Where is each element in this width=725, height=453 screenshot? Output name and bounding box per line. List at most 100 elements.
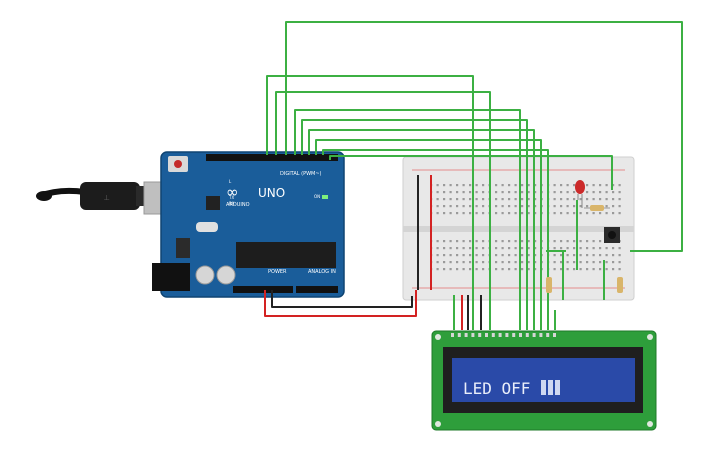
breadboard-hole bbox=[462, 205, 465, 208]
breadboard-hole bbox=[592, 268, 595, 271]
breadboard-hole bbox=[618, 254, 621, 257]
breadboard-hole bbox=[566, 247, 569, 250]
breadboard-hole bbox=[612, 198, 615, 201]
breadboard[interactable] bbox=[402, 156, 635, 301]
breadboard-hole bbox=[527, 247, 530, 250]
breadboard-hole bbox=[495, 191, 498, 194]
breadboard-hole bbox=[618, 268, 621, 271]
breadboard-hole bbox=[586, 198, 589, 201]
breadboard-hole bbox=[456, 254, 459, 257]
lcd-pin[interactable] bbox=[485, 333, 488, 337]
breadboard-hole bbox=[475, 268, 478, 271]
power-jack[interactable] bbox=[152, 263, 190, 291]
lcd-pin[interactable] bbox=[512, 333, 516, 337]
push-button[interactable] bbox=[604, 227, 620, 243]
breadboard-hole bbox=[469, 247, 472, 250]
lcd-pin[interactable] bbox=[457, 333, 461, 337]
power-header[interactable] bbox=[233, 286, 293, 293]
lcd-pin[interactable] bbox=[464, 333, 468, 337]
resistor-led[interactable] bbox=[584, 205, 610, 211]
breadboard-hole bbox=[469, 191, 472, 194]
breadboard-hole bbox=[599, 240, 602, 243]
breadboard-hole bbox=[514, 261, 517, 264]
breadboard-hole bbox=[449, 268, 452, 271]
breadboard-hole bbox=[579, 261, 582, 264]
breadboard-hole bbox=[592, 261, 595, 264]
breadboard-hole bbox=[475, 240, 478, 243]
lcd-pin[interactable] bbox=[451, 333, 454, 337]
breadboard-hole bbox=[534, 198, 537, 201]
breadboard-hole bbox=[462, 212, 465, 215]
breadboard-hole bbox=[592, 247, 595, 250]
breadboard-hole bbox=[553, 212, 556, 215]
wires[interactable] bbox=[264, 21, 683, 330]
breadboard-hole bbox=[456, 261, 459, 264]
analog-header[interactable] bbox=[296, 286, 338, 293]
breadboard-hole bbox=[469, 184, 472, 187]
breadboard-hole bbox=[527, 184, 530, 187]
breadboard-hole bbox=[495, 212, 498, 215]
breadboard-hole bbox=[514, 212, 517, 215]
breadboard-hole bbox=[436, 191, 439, 194]
breadboard-hole bbox=[553, 240, 556, 243]
arduino-uno-board[interactable]: DIGITAL (PWM~) ∞ ARDUINO UNO L TX RX ON … bbox=[152, 151, 345, 298]
breadboard-hole bbox=[475, 205, 478, 208]
breadboard-hole bbox=[456, 240, 459, 243]
breadboard-hole bbox=[443, 240, 446, 243]
breadboard-hole bbox=[469, 198, 472, 201]
resistor-button[interactable] bbox=[617, 277, 623, 293]
breadboard-hole bbox=[618, 198, 621, 201]
breadboard-hole bbox=[605, 191, 608, 194]
lcd-pin[interactable] bbox=[525, 333, 529, 337]
breadboard-hole bbox=[573, 191, 576, 194]
breadboard-hole bbox=[534, 205, 537, 208]
breadboard-hole bbox=[618, 261, 621, 264]
breadboard-hole bbox=[579, 198, 582, 201]
lcd-pin[interactable] bbox=[539, 333, 543, 337]
breadboard-hole bbox=[534, 261, 537, 264]
lcd-pin[interactable] bbox=[532, 333, 536, 337]
lcd-pin[interactable] bbox=[491, 333, 495, 337]
breadboard-hole bbox=[592, 240, 595, 243]
breadboard-hole bbox=[521, 205, 524, 208]
model-label: UNO bbox=[258, 186, 285, 200]
breadboard-hole bbox=[436, 205, 439, 208]
lcd-pin[interactable] bbox=[471, 333, 475, 337]
red-led[interactable] bbox=[575, 180, 585, 208]
breadboard-hole bbox=[462, 254, 465, 257]
lcd-pin[interactable] bbox=[478, 333, 482, 337]
breadboard-hole bbox=[462, 261, 465, 264]
breadboard-hole bbox=[482, 268, 485, 271]
breadboard-hole bbox=[514, 254, 517, 257]
breadboard-hole bbox=[573, 212, 576, 215]
breadboard-hole bbox=[553, 191, 556, 194]
lcd-pin[interactable] bbox=[505, 333, 509, 337]
lcd-pin[interactable] bbox=[519, 333, 522, 337]
breadboard-hole bbox=[527, 205, 530, 208]
breadboard-hole bbox=[534, 184, 537, 187]
breadboard-hole bbox=[579, 247, 582, 250]
lcd-pin[interactable] bbox=[546, 333, 550, 337]
breadboard-hole bbox=[462, 184, 465, 187]
breadboard-hole bbox=[508, 254, 511, 257]
breadboard-hole bbox=[482, 198, 485, 201]
breadboard-hole bbox=[599, 212, 602, 215]
breadboard-hole bbox=[475, 191, 478, 194]
lcd-pin[interactable] bbox=[498, 333, 502, 337]
breadboard-hole bbox=[521, 212, 524, 215]
lcd-16x2[interactable]: LED OFF bbox=[431, 330, 657, 431]
digital-header[interactable] bbox=[206, 154, 338, 161]
resistor-lcd[interactable] bbox=[546, 277, 552, 293]
breadboard-hole bbox=[449, 261, 452, 264]
breadboard-hole bbox=[462, 191, 465, 194]
breadboard-hole bbox=[618, 184, 621, 187]
lcd-pin[interactable] bbox=[553, 333, 556, 337]
breadboard-hole bbox=[521, 240, 524, 243]
breadboard-hole bbox=[612, 205, 615, 208]
breadboard-hole bbox=[566, 254, 569, 257]
l-led-label: L bbox=[229, 179, 232, 184]
breadboard-hole bbox=[508, 240, 511, 243]
breadboard-hole bbox=[592, 212, 595, 215]
breadboard-hole bbox=[456, 191, 459, 194]
